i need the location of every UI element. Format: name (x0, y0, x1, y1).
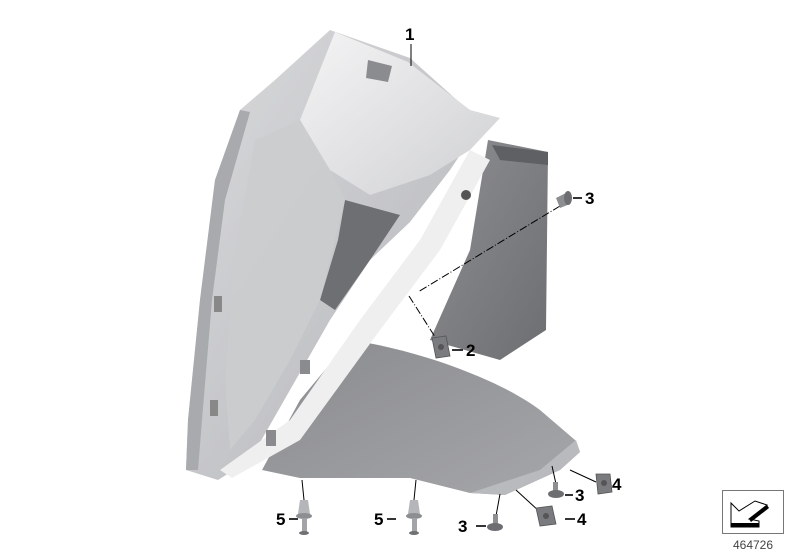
clip-nut-4a (595, 473, 613, 495)
callout-3-mid: 3 (575, 486, 585, 505)
callout-2: 2 (466, 341, 476, 360)
direction-reference-box (722, 490, 784, 534)
callout-3-top: 3 (585, 189, 595, 208)
callout-1: 1 (405, 25, 415, 44)
clip-nut-4b (535, 505, 557, 527)
callout-5-right: 5 (374, 510, 384, 529)
diagram-reference-number: 464726 (732, 538, 774, 552)
inner-back-panel (430, 140, 548, 360)
clip-nut-2 (431, 335, 451, 359)
screw-top (556, 191, 572, 208)
rivet-5b (406, 500, 422, 535)
leader-lines (289, 44, 610, 527)
rivet-5a (296, 500, 312, 535)
callout-5-left: 5 (276, 510, 286, 529)
fairing-panel (186, 30, 500, 480)
callout-4-lower: 4 (577, 510, 587, 529)
screw-3c (487, 514, 503, 531)
screw-3b (548, 482, 564, 498)
callout-3-lower: 3 (458, 517, 468, 536)
arrow-direction-icon (730, 500, 769, 528)
callout-4-right: 4 (612, 475, 622, 494)
